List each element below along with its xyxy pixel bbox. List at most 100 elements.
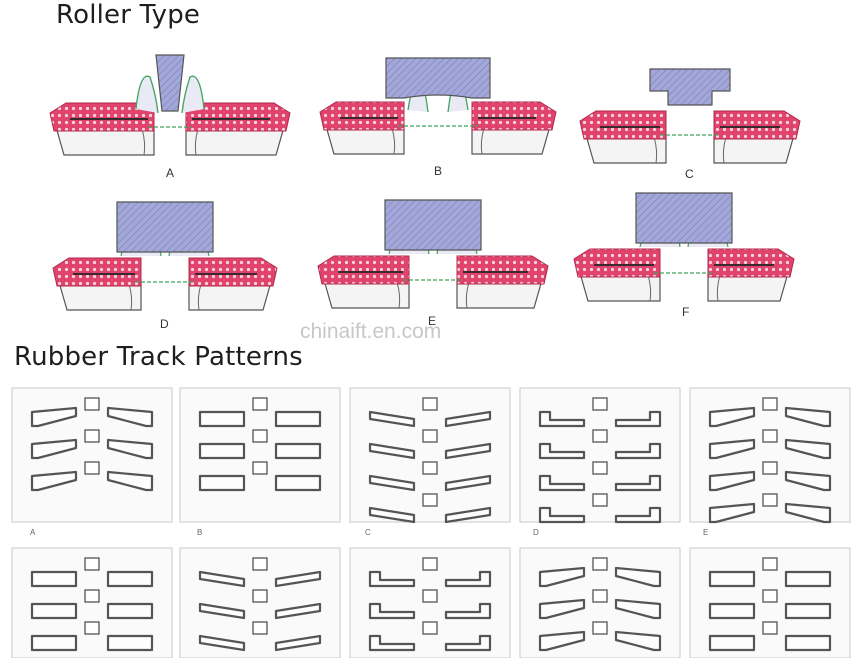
rubber-right xyxy=(713,110,801,140)
pattern-panel-2-2 xyxy=(179,547,341,658)
roller-wheel xyxy=(649,68,731,106)
guide-block xyxy=(422,589,438,603)
tread-lug-icon xyxy=(444,410,492,428)
tread-lug-icon xyxy=(444,602,492,620)
guide-horn-left xyxy=(135,75,159,114)
guide-block xyxy=(84,557,100,571)
pattern-label-e: E xyxy=(703,528,709,537)
roller-label-b: B xyxy=(434,164,443,178)
roller-label-c: C xyxy=(685,167,694,181)
pattern-panel-2-3 xyxy=(349,547,511,658)
tread-lug-icon xyxy=(198,570,246,588)
guide-block xyxy=(84,397,100,411)
tread-lug-icon xyxy=(198,474,246,492)
guide-block xyxy=(84,461,100,475)
guide-block xyxy=(762,397,778,411)
tread-lug-icon xyxy=(784,438,832,460)
roller-c-diagram xyxy=(579,68,801,164)
guide-block xyxy=(84,621,100,635)
pattern-panel-2-1 xyxy=(11,547,173,658)
tread-lug-icon xyxy=(368,442,416,460)
guide-block xyxy=(422,557,438,571)
guide-block xyxy=(422,621,438,635)
tread-lug-icon xyxy=(368,410,416,428)
rubber-right xyxy=(707,248,795,278)
tread-lug-icon xyxy=(708,470,756,492)
tread-lug-icon xyxy=(198,442,246,460)
roller-label-e: E xyxy=(428,314,437,328)
tread-lug-icon xyxy=(784,470,832,492)
guide-block xyxy=(422,429,438,443)
roller-b-diagram xyxy=(319,57,557,155)
tread-lug-icon xyxy=(106,438,154,460)
tread-lug-icon xyxy=(538,474,586,492)
tread-lug-icon xyxy=(444,442,492,460)
tread-lug-icon xyxy=(274,570,322,588)
guide-block xyxy=(762,589,778,603)
roller-label-f: F xyxy=(682,305,690,319)
watermark-text: chinaift.en.com xyxy=(300,320,442,343)
guide-block xyxy=(422,493,438,507)
tread-lug-icon xyxy=(106,602,154,620)
guide-block xyxy=(762,429,778,443)
guide-block xyxy=(252,397,268,411)
pattern-panel-2-5 xyxy=(689,547,851,658)
tread-lug-icon xyxy=(30,570,78,588)
tread-lug-icon xyxy=(106,406,154,428)
guide-block xyxy=(762,461,778,475)
tread-lug-icon xyxy=(30,634,78,652)
tread-lug-icon xyxy=(368,474,416,492)
tread-lug-icon xyxy=(784,634,832,652)
rubber-left xyxy=(49,102,155,132)
rubber-right xyxy=(188,257,278,287)
guide-block xyxy=(252,589,268,603)
roller-wheel xyxy=(635,192,733,244)
roller-type-heading: Roller Type xyxy=(56,0,201,30)
tread-lug-icon xyxy=(614,598,662,620)
tread-lug-icon xyxy=(274,442,322,460)
tread-lug-icon xyxy=(368,570,416,588)
tread-lug-icon xyxy=(708,570,756,588)
tread-lug-icon xyxy=(784,602,832,620)
rubber-right xyxy=(456,255,549,285)
tread-lug-icon xyxy=(198,410,246,428)
tread-lug-icon xyxy=(538,442,586,460)
tread-lug-icon xyxy=(274,602,322,620)
roller-wheel xyxy=(384,199,482,251)
tread-lug-icon xyxy=(538,410,586,428)
tread-lug-icon xyxy=(784,570,832,588)
tread-lug-icon xyxy=(538,630,586,652)
tread-lug-icon xyxy=(614,474,662,492)
guide-block xyxy=(592,589,608,603)
guide-block xyxy=(84,589,100,603)
tread-lug-icon xyxy=(274,410,322,428)
tread-lug-icon xyxy=(274,474,322,492)
roller-d-diagram xyxy=(52,201,278,311)
tread-lug-icon xyxy=(106,470,154,492)
tread-lug-icon xyxy=(444,506,492,524)
guide-block xyxy=(84,429,100,443)
tread-lug-icon xyxy=(784,502,832,524)
pattern-panel-1-4 xyxy=(519,387,681,524)
pattern-panel-1-3 xyxy=(349,387,511,524)
guide-horn-right xyxy=(181,75,205,114)
tread-lug-icon xyxy=(708,502,756,524)
rubber-left xyxy=(52,257,142,287)
guide-block xyxy=(592,397,608,411)
tread-lug-icon xyxy=(708,438,756,460)
pattern-label-d: D xyxy=(533,528,539,537)
roller-label-a: A xyxy=(166,166,175,180)
roller-label-d: D xyxy=(160,317,169,331)
tread-lug-icon xyxy=(614,506,662,524)
tread-lug-icon xyxy=(30,470,78,492)
guide-block xyxy=(252,557,268,571)
guide-block xyxy=(592,621,608,635)
tread-lug-icon xyxy=(106,634,154,652)
roller-wheel xyxy=(385,57,491,99)
tread-lug-icon xyxy=(538,598,586,620)
guide-block xyxy=(762,493,778,507)
tread-lug-icon xyxy=(614,410,662,428)
tread-lug-icon xyxy=(30,602,78,620)
pattern-panel-1-2 xyxy=(179,387,341,523)
tread-lug-icon xyxy=(784,406,832,428)
